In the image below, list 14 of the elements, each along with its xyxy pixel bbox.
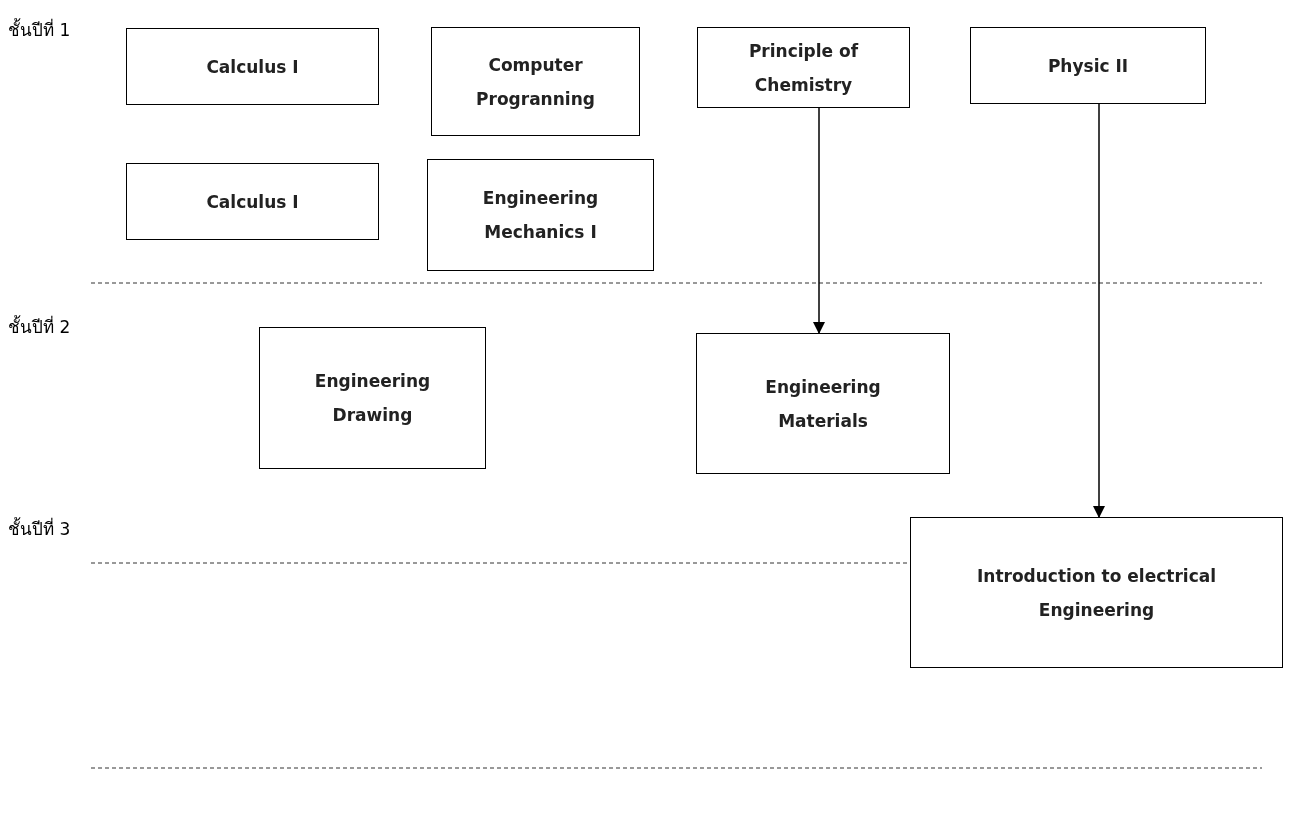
arrow xyxy=(813,107,825,334)
course-box: Principle of Chemistry xyxy=(697,27,910,108)
course-box: Engineering Mechanics I xyxy=(427,159,654,271)
arrow xyxy=(1093,103,1105,518)
course-box: Physic II xyxy=(970,27,1206,104)
year-label: ชั้นปีที่ 1 xyxy=(8,17,71,42)
course-box: Computer Progranning xyxy=(431,27,640,136)
course-box: Calculus I xyxy=(126,163,379,240)
course-box: Calculus I xyxy=(126,28,379,105)
course-box: Introduction to electrical Engineering xyxy=(910,517,1283,668)
year-label: ชั้นปีที่ 2 xyxy=(8,314,71,339)
course-box: Engineering Materials xyxy=(696,333,950,474)
course-box: Engineering Drawing xyxy=(259,327,486,469)
year-label: ชั้นปีที่ 3 xyxy=(8,516,71,541)
